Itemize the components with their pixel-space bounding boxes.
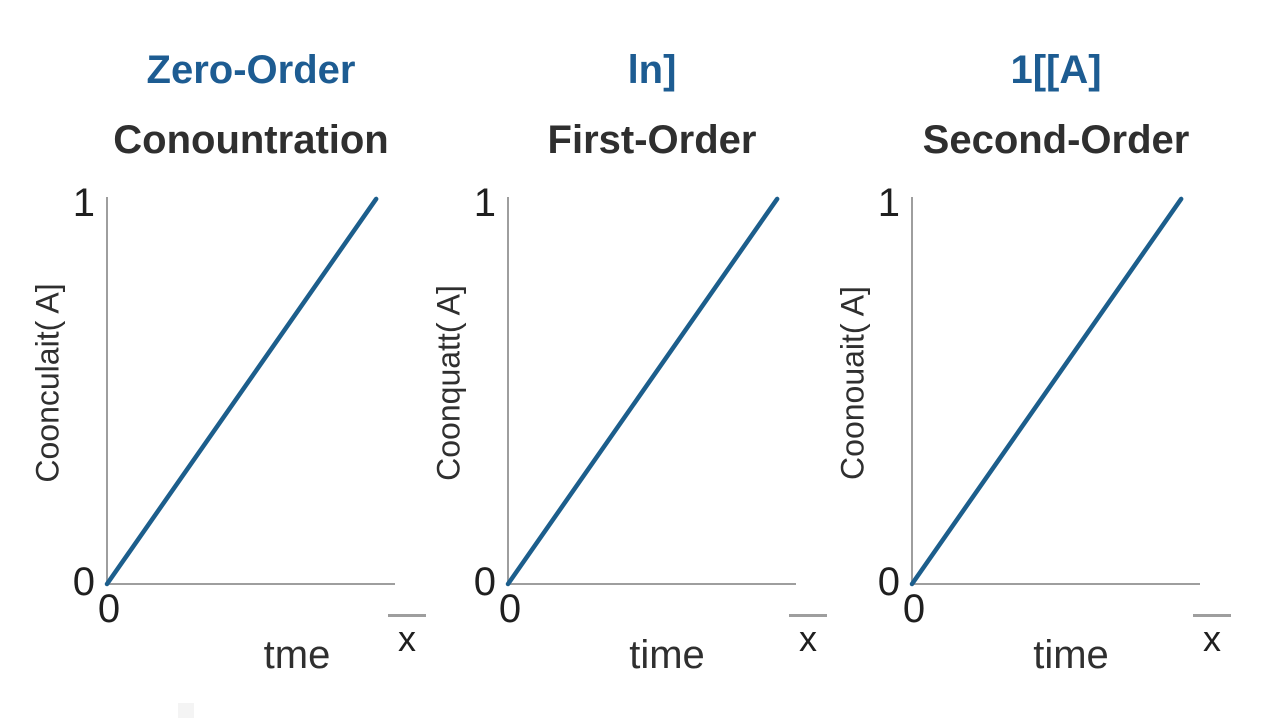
data-line bbox=[909, 196, 1184, 587]
x-bar-end-label: x bbox=[388, 614, 426, 657]
y-axis-label: Coonouait( A] bbox=[834, 286, 871, 480]
plot-area bbox=[505, 196, 796, 587]
x-bar-end-label: x bbox=[1193, 614, 1231, 657]
x-axis-label: time bbox=[629, 633, 705, 677]
y-tick-zero: 0 bbox=[473, 560, 496, 604]
y-tick-max: 1 bbox=[72, 181, 95, 225]
data-line bbox=[104, 196, 379, 587]
plot-area bbox=[104, 196, 395, 587]
panel-formula-title: ln] bbox=[627, 48, 677, 92]
panel-order-title: Second-Order bbox=[922, 118, 1190, 162]
panel-zero-order: Zero-Order Conountration 1 0 0 Coonculai… bbox=[0, 0, 430, 720]
x-bar-end-label: x bbox=[789, 614, 827, 657]
x-axis-label: tme bbox=[263, 633, 331, 677]
x-tick-zero: 0 bbox=[498, 587, 522, 631]
bottom-edge-artifact bbox=[178, 703, 194, 718]
data-line bbox=[505, 196, 780, 587]
y-axis-label: Coonculait( A] bbox=[29, 283, 66, 483]
y-tick-zero: 0 bbox=[72, 560, 95, 604]
y-tick-zero: 0 bbox=[877, 560, 900, 604]
y-tick-max: 1 bbox=[473, 181, 496, 225]
panel-first-order: ln] First-Order 1 0 0 Coonquatt( A] time… bbox=[401, 0, 831, 720]
panel-second-order: 1[[A] Second-Order 1 0 0 Coonouait( A] t… bbox=[805, 0, 1235, 720]
panel-order-title: Conountration bbox=[113, 118, 389, 162]
panel-formula-title: Zero-Order bbox=[146, 48, 356, 92]
panel-order-title: First-Order bbox=[547, 118, 757, 162]
y-tick-max: 1 bbox=[877, 181, 900, 225]
panel-formula-title: 1[[A] bbox=[1010, 48, 1102, 92]
x-tick-zero: 0 bbox=[97, 587, 121, 631]
x-axis-label: time bbox=[1033, 633, 1109, 677]
plot-area bbox=[909, 196, 1200, 587]
y-axis-label: Coonquatt( A] bbox=[430, 285, 467, 481]
x-tick-zero: 0 bbox=[902, 587, 926, 631]
